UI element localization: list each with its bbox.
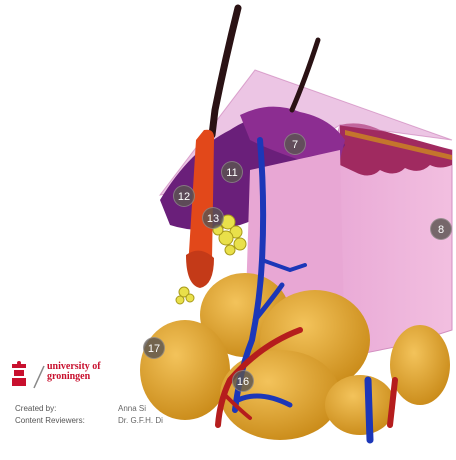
created-by-label: Created by: (15, 403, 118, 415)
credits-block: Created by: Anna Si Content Reviewers: D… (15, 403, 163, 427)
marker-16-button[interactable]: 16 (232, 370, 254, 392)
university-logo-text: university of groningen (47, 362, 101, 382)
marker-8-button[interactable]: 8 (430, 218, 452, 240)
logo-line-2: groningen (47, 372, 101, 382)
marker-12-button[interactable]: 12 (173, 185, 195, 207)
marker-11-button[interactable]: 11 (221, 161, 243, 183)
hair-bulb (186, 251, 214, 288)
marker-7-button[interactable]: 7 (284, 133, 306, 155)
marker-13-button[interactable]: 13 (202, 207, 224, 229)
created-by-value: Anna Si (118, 403, 146, 415)
reviewers-label: Content Reviewers: (15, 415, 118, 427)
reviewers-value: Dr. G.F.H. Di (118, 415, 163, 427)
marker-17-button[interactable]: 17 (143, 337, 165, 359)
